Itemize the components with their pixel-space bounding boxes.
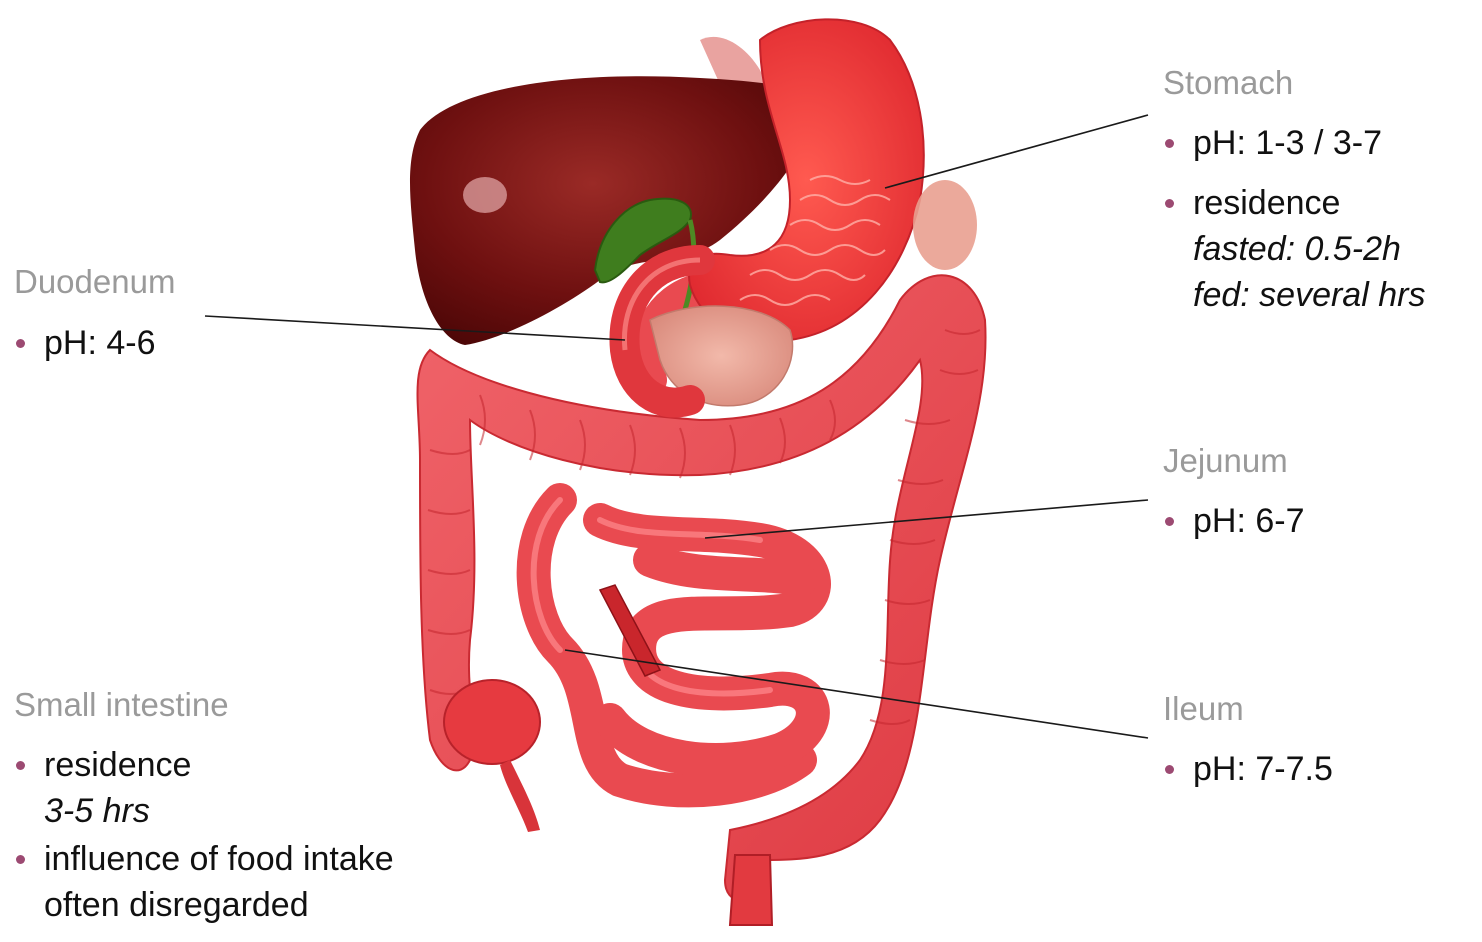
duodenum-leader-line [205,316,625,340]
liver-highlight [463,177,507,213]
list-item: pH: 6-7 [1163,498,1305,544]
jejunum-bullets: pH: 6-7 [1163,498,1305,558]
cecum-shape [444,680,540,764]
bullet-dot-icon [16,855,25,864]
bullet-dot-icon [16,339,25,348]
bullet-dot-icon [1165,199,1174,208]
stomach-residence-fasted: fasted: 0.5-2h [1193,226,1425,272]
small-intestine-heading: Small intestine [14,688,229,721]
small-intestine-bullets: residence 3-5 hrs influence of food inta… [14,742,394,942]
small-intestine-residence-time: 3-5 hrs [44,788,394,834]
list-item: residence fasted: 0.5-2h fed: several hr… [1163,180,1425,318]
bullet-dot-icon [1165,765,1174,774]
bullet-dot-icon [1165,517,1174,526]
stomach-bullets: pH: 1-3 / 3-7 residence fasted: 0.5-2h f… [1163,120,1425,332]
jejunum-heading: Jejunum [1163,444,1288,477]
spleen-shape [913,180,977,270]
small-intestine-food-note: often disregarded [44,882,394,928]
stomach-residence-fed: fed: several hrs [1193,272,1425,318]
bullet-dot-icon [16,761,25,770]
list-item: pH: 7-7.5 [1163,746,1333,792]
list-item: residence 3-5 hrs [14,742,394,834]
appendix-shape [500,760,540,832]
ileum-heading: Ileum [1163,692,1244,725]
list-item: pH: 4-6 [14,320,156,366]
list-item: influence of food intake often disregard… [14,836,394,928]
stomach-heading: Stomach [1163,66,1293,99]
ileum-bullets: pH: 7-7.5 [1163,746,1333,806]
duodenum-bullets: pH: 4-6 [14,320,156,380]
duodenum-heading: Duodenum [14,265,175,298]
rectum-shape [730,855,772,925]
list-item: pH: 1-3 / 3-7 [1163,120,1425,166]
bullet-dot-icon [1165,139,1174,148]
